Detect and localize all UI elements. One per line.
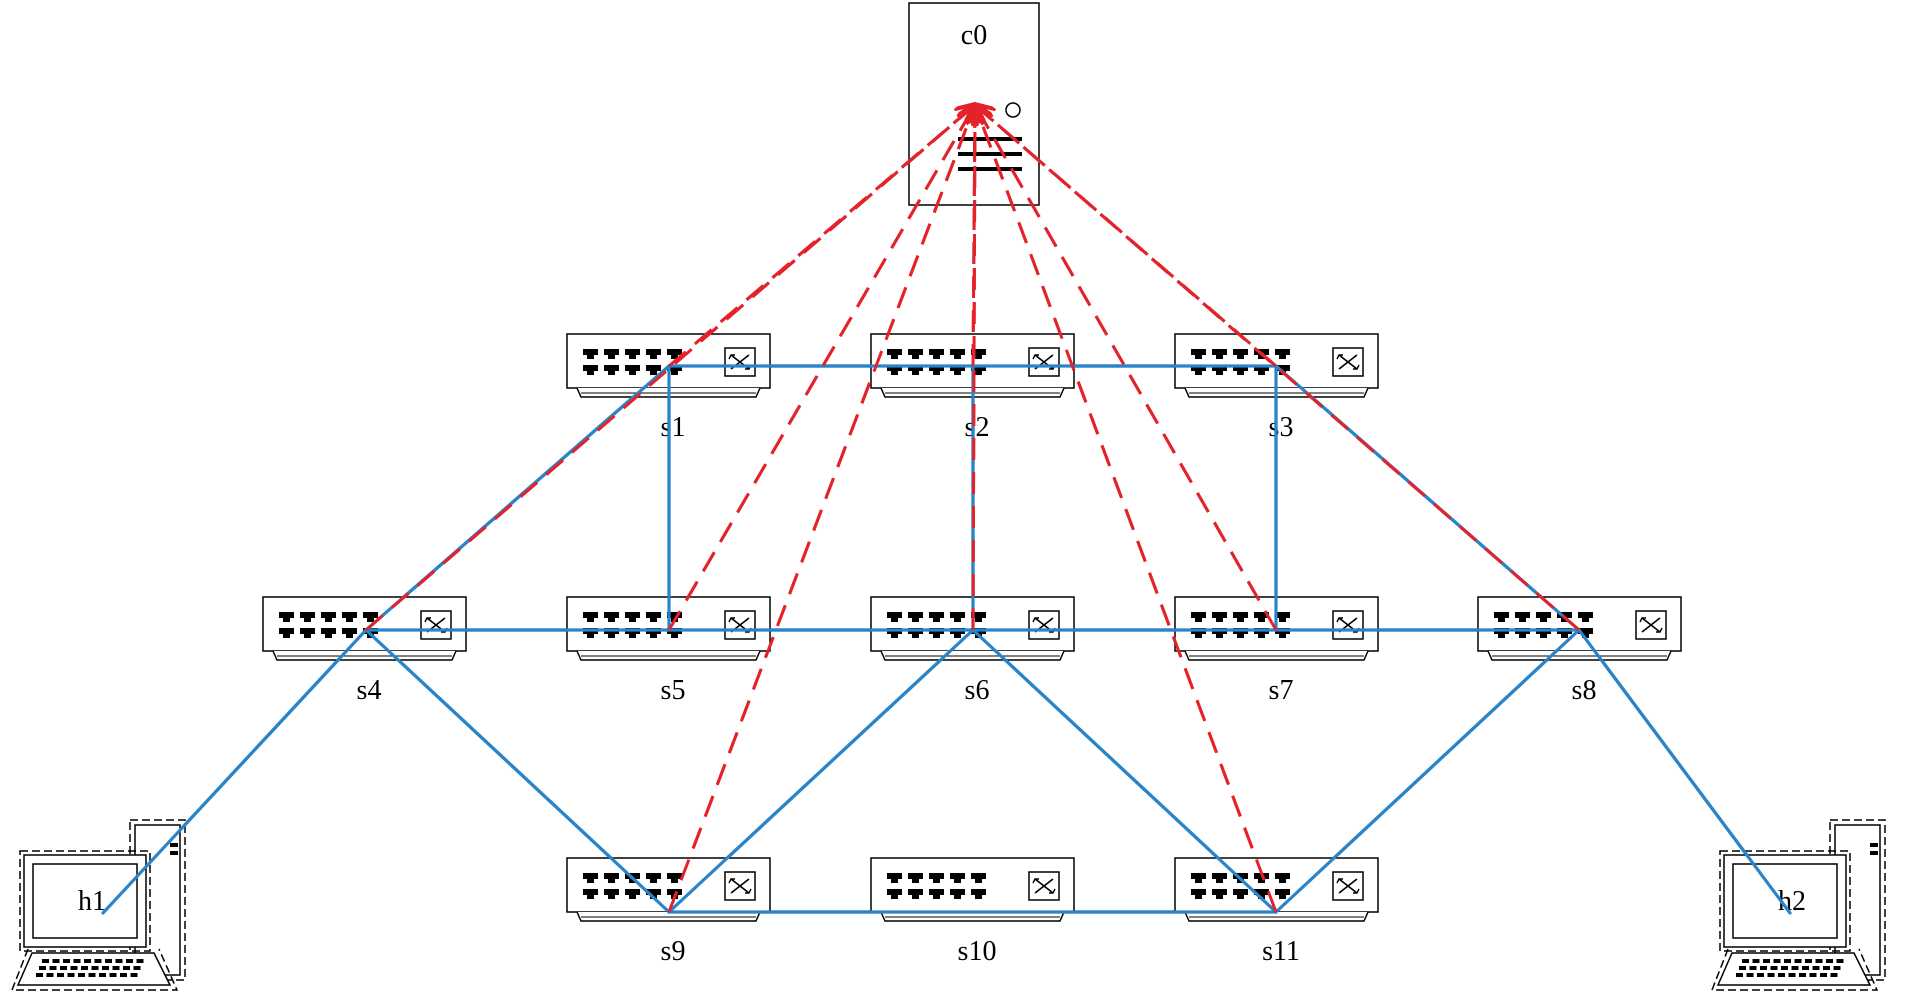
control-link-overlay-s6 [973,105,975,631]
switch-s1[interactable]: s1 [566,333,771,443]
data-link-overlay-h2-s8 [1577,628,1792,915]
switch-label: s2 [965,412,990,443]
host-label: h1 [78,886,106,917]
control-link-overlay-s11 [975,105,1278,913]
desktop-computer-icon [10,819,186,991]
switch-label: s11 [1262,936,1300,967]
switch-label: s5 [661,675,686,706]
network-switch-icon [566,333,771,398]
controller-label: c0 [961,20,987,51]
switch-label: s7 [1269,675,1294,706]
network-switch-icon [1477,596,1682,661]
switch-label: s6 [965,675,990,706]
control-link-overlay-s8 [975,105,1580,632]
data-link-overlay-s4-s9 [364,628,671,914]
data-link-overlay-s1-s4 [364,364,671,632]
switch-s9[interactable]: s9 [566,857,771,967]
links-layer [101,105,1792,915]
host-h2[interactable]: h2 [1710,819,1886,991]
data-link-overlay-s6-s11 [971,628,1278,914]
switch-s8[interactable]: s8 [1477,596,1682,706]
data-link-overlay-h1-s4 [101,628,368,915]
switch-s4[interactable]: s4 [262,596,467,706]
network-switch-icon [566,857,771,922]
switch-s11[interactable]: s11 [1174,857,1379,967]
switch-label: s9 [661,936,686,967]
data-link-overlay-s8-s11 [1274,628,1581,914]
switch-label: s4 [357,675,382,706]
switch-s10[interactable]: s10 [870,857,1075,967]
network-switch-icon [870,857,1075,922]
data-link-overlay-s6-s9 [667,628,975,914]
switch-label: s1 [661,412,686,443]
host-h1[interactable]: h1 [10,819,186,991]
desktop-computer-icon [1710,819,1886,991]
switch-label: s10 [958,936,997,967]
links-overlay [101,105,1792,915]
switch-label: s3 [1269,412,1294,443]
control-link-overlay-s1 [668,105,975,368]
network-switch-icon [1174,857,1379,922]
switch-label: s8 [1572,675,1597,706]
data-link-overlay-s3-s8 [1274,364,1581,632]
control-link-overlay-s9 [667,105,975,913]
